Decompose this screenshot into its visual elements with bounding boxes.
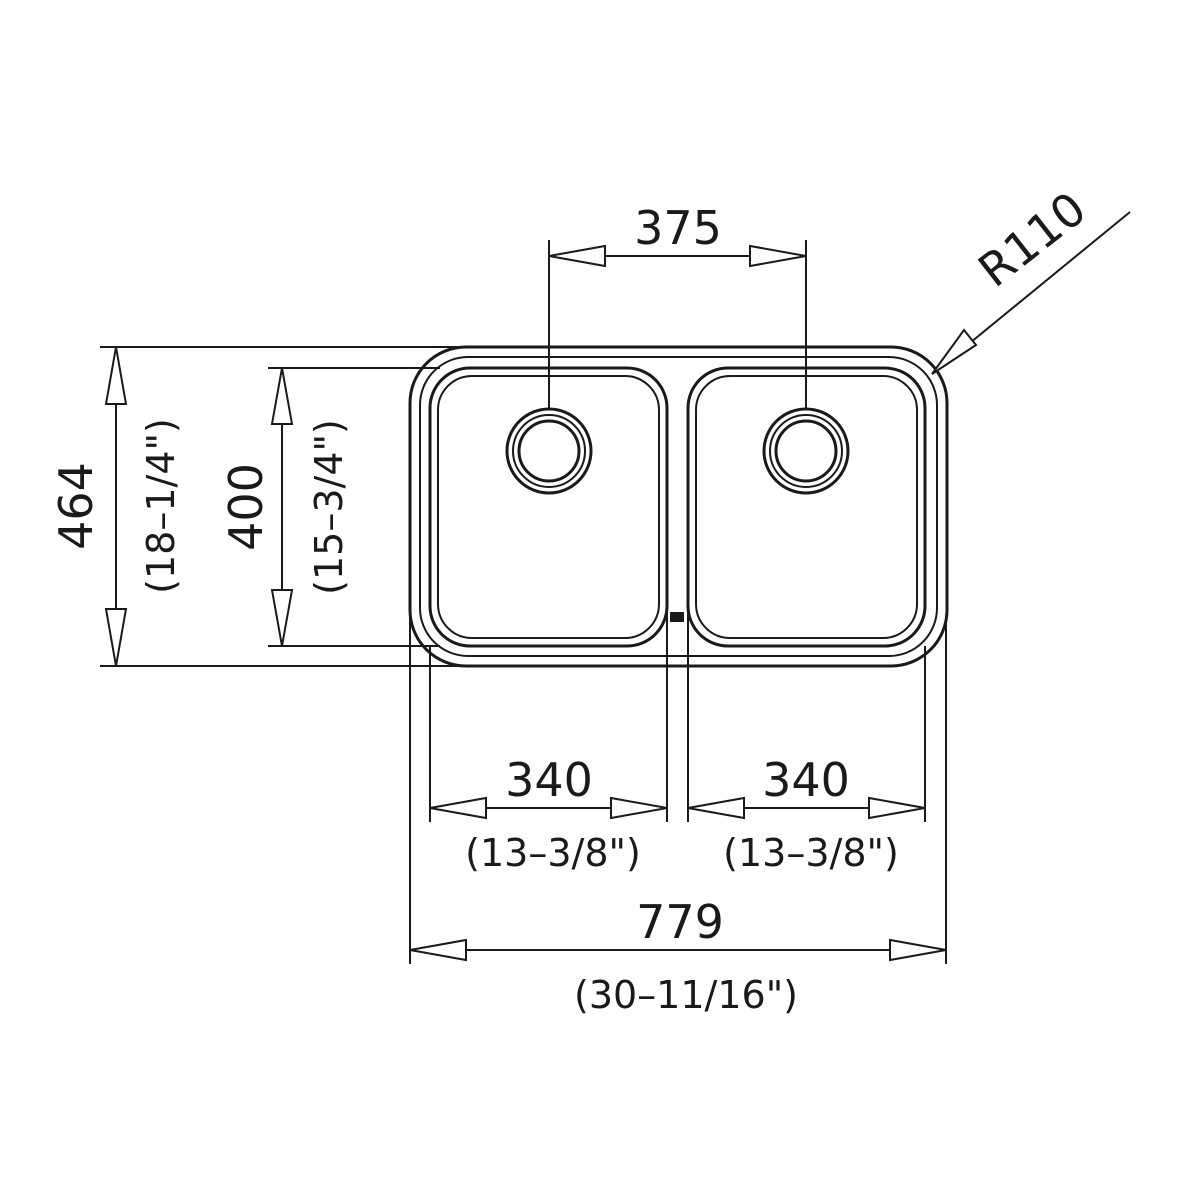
left-drain-inner xyxy=(517,419,581,483)
bowl-depth-imperial: (15–3/4") xyxy=(307,419,351,595)
left-drain-middle xyxy=(512,414,586,488)
right-drain-middle xyxy=(769,414,843,488)
arrow-head xyxy=(687,796,745,820)
arrow-head xyxy=(104,346,128,405)
dim-corner-radius: R110 xyxy=(931,181,1131,375)
arrow-head xyxy=(749,244,807,268)
arrow-head xyxy=(104,608,128,667)
corner-radius-label: R110 xyxy=(968,181,1096,297)
sink-outer-rim xyxy=(408,345,949,668)
arrow-head xyxy=(270,589,294,647)
right-drain-inner xyxy=(774,419,838,483)
arrow-head xyxy=(889,938,947,962)
arrow-head xyxy=(429,796,487,820)
dim-overall-depth: 464 (18–1/4") xyxy=(49,346,458,667)
arrow-head xyxy=(409,938,467,962)
right-bowl-width-label: 340 xyxy=(762,753,850,807)
sink-outline xyxy=(408,345,949,668)
dim-left-bowl-width: 340 (13–3/8") xyxy=(429,610,668,875)
arrow-head xyxy=(270,367,294,425)
left-bowl-width-imperial: (13–3/8") xyxy=(465,831,641,875)
overall-depth-imperial: (18–1/4") xyxy=(139,418,183,594)
arrow-head xyxy=(868,796,926,820)
dim-overall-width: 779 (30–11/16") xyxy=(409,615,947,1017)
left-bowl-width-label: 340 xyxy=(505,753,593,807)
center-divider-mark xyxy=(670,612,684,622)
overall-width-imperial: (30–11/16") xyxy=(574,973,798,1017)
sink-inner-rim xyxy=(419,356,938,657)
arrow-head xyxy=(548,244,606,268)
dim-bowl-depth: 400 (15–3/4") xyxy=(219,367,440,647)
overall-width-label: 779 xyxy=(636,895,724,949)
divider-notch xyxy=(670,612,684,622)
dim-drain-spacing: 375 xyxy=(548,201,807,410)
right-bowl-width-imperial: (13–3/8") xyxy=(723,831,899,875)
drain-spacing-label: 375 xyxy=(634,201,722,255)
arrow-head xyxy=(610,796,668,820)
dim-right-bowl-width: 340 (13–3/8") xyxy=(687,610,926,875)
arrow-head xyxy=(931,328,978,375)
bowl-depth-label: 400 xyxy=(219,463,273,551)
overall-depth-label: 464 xyxy=(49,462,103,550)
